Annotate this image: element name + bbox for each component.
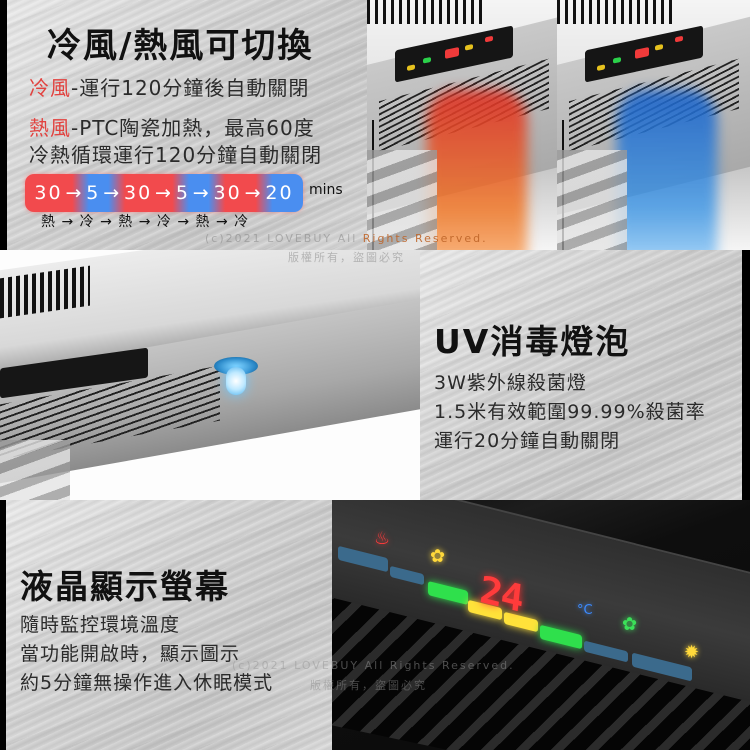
hot-wind-line: 熱風-PTC陶瓷加熱，最高60度 [29, 112, 315, 141]
ventilation-icon: ✿ [622, 614, 638, 635]
cycle-step: 5 [175, 182, 190, 204]
cold-wind-text: -運行120分鐘後自動關閉 [71, 76, 310, 100]
cycle-step: 5 [86, 182, 101, 204]
lcd-title: 液晶顯示螢幕 [20, 567, 230, 606]
cold-airflow-visual [617, 90, 717, 250]
arrow-icon: → [103, 182, 122, 204]
drying-rack-arms [0, 440, 70, 500]
uv-spec-line: 運行20分鐘自動關閉 [434, 430, 621, 452]
arrow-icon: → [65, 182, 84, 204]
uv-bulb-icon [214, 357, 258, 401]
cycle-unit: mins [309, 182, 343, 198]
cycle-step: 30 [123, 182, 153, 204]
hot-wind-text: -PTC陶瓷加熱，最高60度 [71, 116, 315, 140]
cycle-step: 20 [265, 182, 294, 204]
cycle-mode-labels: 熱 → 冷 → 熱 → 冷 → 熱 → 冷 [41, 214, 250, 230]
cycle-step: 30 [34, 182, 63, 204]
lcd-display-product-image: ♨ ✿ ✿ ✹ [332, 500, 750, 750]
uv-spec-line: 3W紫外線殺菌燈 [434, 372, 587, 394]
copyright-watermark-cn: 版權所有，盜圖必究 [310, 679, 427, 692]
uv-spec-line: 1.5米有效範圍99.99%殺菌率 [434, 401, 706, 423]
lcd-spec-line: 約5分鐘無操作進入休眠模式 [20, 672, 274, 694]
uv-bulb-cap [214, 357, 258, 375]
cycle-timeline-bar: 30 → 5 → 30 → 5 → 30 → 20 [25, 174, 303, 212]
uv-lamp-product-image [0, 250, 420, 500]
cycle-step: 30 [213, 182, 242, 204]
temperature-unit: °C [577, 603, 593, 618]
cold-wind-line: 冷風-運行120分鐘後自動關閉 [29, 72, 309, 101]
arrow-icon: → [192, 182, 211, 204]
hot-airflow-product-image [367, 0, 557, 250]
uv-feature-panel: UV消毒燈泡 3W紫外線殺菌燈 1.5米有效範圍99.99%殺菌率 運行20分鐘… [420, 250, 742, 500]
lcd-feature-panel: 液晶顯示螢幕 隨時監控環境溫度 當功能開啟時，顯示圖示 約5分鐘無操作進入休眠模… [6, 500, 332, 750]
lcd-spec-line: 當功能開啟時，顯示圖示 [20, 643, 241, 665]
uv-bulb-glow [226, 367, 246, 395]
copyright-watermark: (c)2021 LOVEBUY All Rights Reserved. [205, 232, 488, 245]
fan-icon: ✿ [430, 546, 446, 567]
vent-slots [557, 0, 677, 24]
uv-title: UV消毒燈泡 [434, 322, 631, 361]
drying-rack-arms [367, 150, 437, 250]
arrow-icon: → [244, 182, 263, 204]
watermark-text: (c)2021 LOVEBUY All [205, 232, 363, 245]
hot-wind-label: 熱風 [29, 116, 71, 140]
cold-wind-label: 冷風 [29, 76, 71, 100]
copyright-watermark-cn: 版權所有，盜圖必究 [288, 251, 405, 264]
hot-airflow-visual [427, 90, 527, 250]
heater-icon: ♨ [374, 528, 391, 549]
vent-slots [367, 0, 487, 24]
lcd-spec-line: 隨時監控環境溫度 [20, 614, 181, 636]
drying-rack-arms [557, 150, 627, 250]
hot-cold-feature-panel: 冷風/熱風可切換 冷風-運行120分鐘後自動關閉 熱風-PTC陶瓷加熱，最高60… [7, 0, 367, 250]
cycle-description: 冷熱循環運行120分鐘自動關閉 [29, 143, 323, 167]
copyright-watermark: (c)2021 LOVEBUY All Rights Reserved. [232, 659, 515, 672]
hot-cold-title: 冷風/熱風可切換 [47, 26, 314, 66]
cold-airflow-product-image [557, 0, 750, 250]
arrow-icon: → [155, 182, 173, 204]
light-icon: ✹ [684, 642, 700, 663]
watermark-text: Rights Reserved. [362, 232, 488, 245]
